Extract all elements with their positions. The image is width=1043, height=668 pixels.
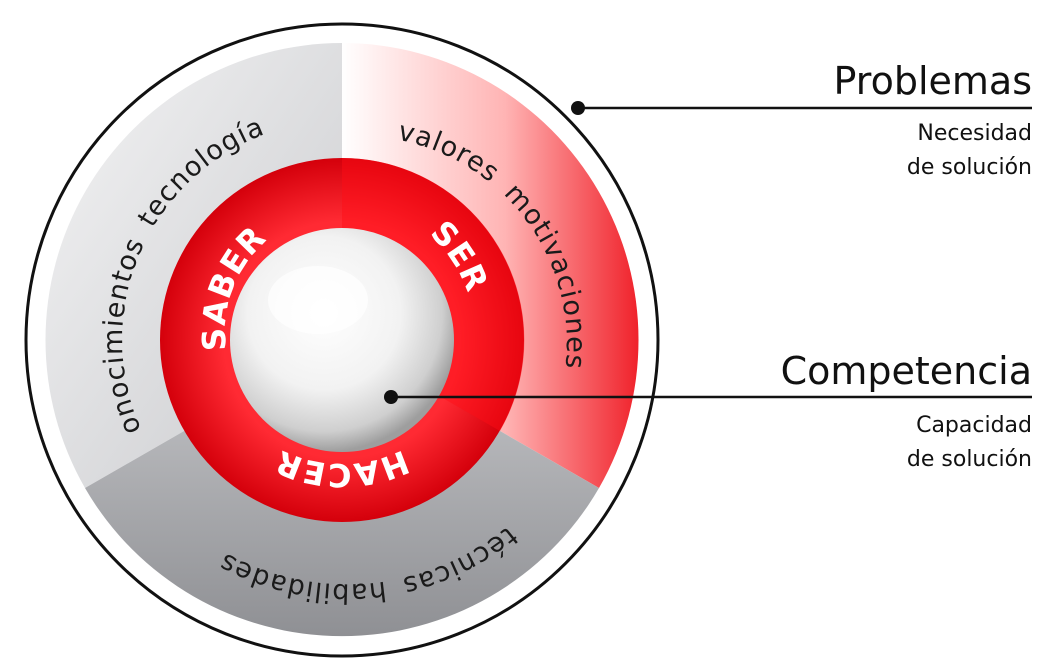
sphere-highlight xyxy=(268,266,368,334)
center-sphere xyxy=(230,228,454,452)
problemas-line2: de solución xyxy=(907,155,1032,180)
competencia-line1: Capacidad xyxy=(916,413,1032,438)
problemas-line1: Necesidad xyxy=(917,121,1032,146)
competencia-line2: de solución xyxy=(907,447,1032,472)
problemas-title: Problemas xyxy=(834,59,1032,103)
competencia-title: Competencia xyxy=(781,349,1032,393)
